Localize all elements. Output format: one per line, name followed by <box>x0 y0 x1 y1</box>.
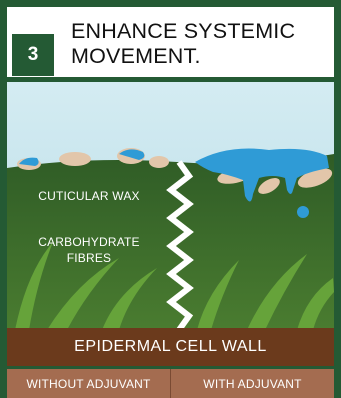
leaf-illustration <box>7 82 334 330</box>
title-line-2: MOVEMENT. <box>71 44 326 69</box>
diagram-title: ENHANCE SYSTEMIC MOVEMENT. <box>71 19 326 69</box>
carbohydrate-label-line-2: FIBRES <box>29 250 149 266</box>
without-adjuvant-label: WITHOUT ADJUVANT <box>7 369 170 398</box>
carbohydrate-label-line-1: CARBOHYDRATE <box>29 234 149 250</box>
comparison-footer: WITHOUT ADJUVANT WITH ADJUVANT <box>7 369 334 398</box>
with-adjuvant-label: WITH ADJUVANT <box>171 369 334 398</box>
step-number-badge: 3 <box>12 34 54 76</box>
cuticular-wax-label: CUTICULAR WAX <box>29 188 149 204</box>
epidermal-cell-wall-label: EPIDERMAL CELL WALL <box>74 338 267 356</box>
epidermal-cell-wall-band: EPIDERMAL CELL WALL <box>7 328 334 366</box>
leaf-surface-scene: CUTICULAR WAX CARBOHYDRATE FIBRES <box>7 82 334 330</box>
title-line-1: ENHANCE SYSTEMIC <box>71 19 326 44</box>
header-panel: 3 ENHANCE SYSTEMIC MOVEMENT. <box>7 7 334 77</box>
carbohydrate-fibres-label: CARBOHYDRATE FIBRES <box>29 234 149 266</box>
